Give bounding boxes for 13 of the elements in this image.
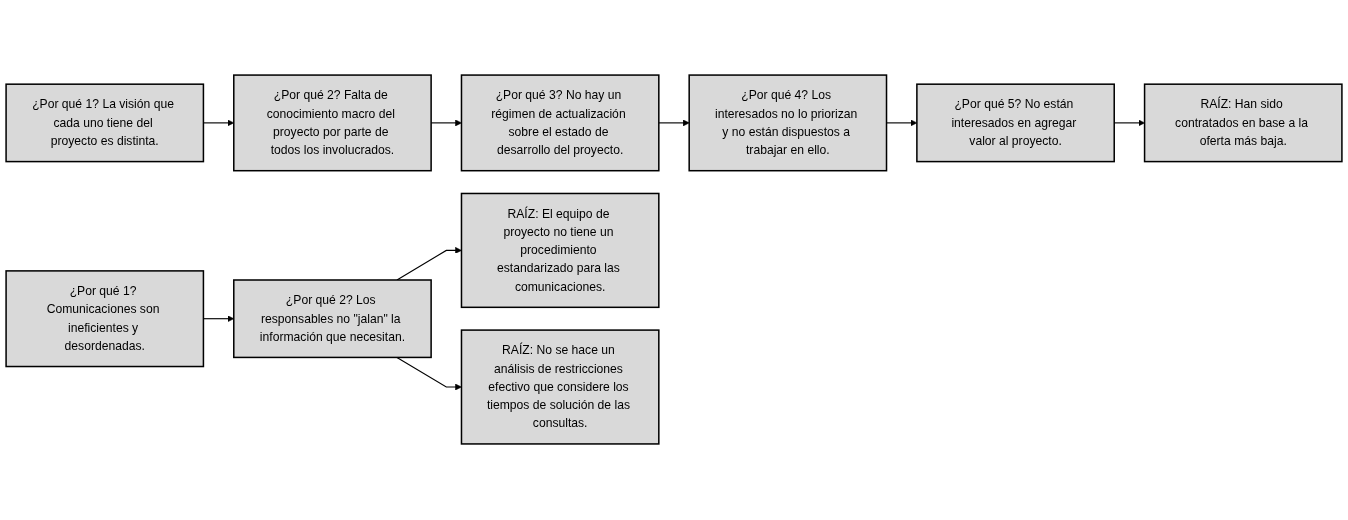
node-box: ¿Por qué 1? Comunicaciones son ineficientes y desordenadas. (5, 270, 205, 368)
node-box: RAÍZ: No se hace un análisis de restricciones efectivo que considere los tiempos de solución de las consultas. (460, 329, 660, 446)
node-box: ¿Por qué 1? La visión que cada uno tiene del proyecto es distinta. (5, 83, 205, 163)
node-box: ¿Por qué 3? No hay un régimen de actualización sobre el estado de desarrollo del proyecto. (460, 74, 660, 172)
arrow (658, 120, 690, 127)
node-box: ¿Por qué 5? No están interesados en agregar valor al proyecto. (916, 83, 1115, 163)
arrow (396, 247, 462, 282)
arrow (396, 357, 462, 391)
node-box: RAÍZ: El equipo de proyecto no tiene un procedimiento estandarizado para las comunicaciones. (460, 193, 660, 309)
node-box: ¿Por qué 4? Los interesados no lo priorizan y no están dispuestos a trabajar en ello. (688, 74, 888, 172)
node-box: ¿Por qué 2? Los responsables no "jalan" la información que necesitan. (233, 279, 432, 359)
node-box: ¿Por qué 2? Falta de conocimiento macro del proyecto por parte de todos los involucrados. (233, 74, 432, 172)
node-box: RAÍZ: Han sido contratados en base a la oferta más baja. (1143, 83, 1343, 163)
